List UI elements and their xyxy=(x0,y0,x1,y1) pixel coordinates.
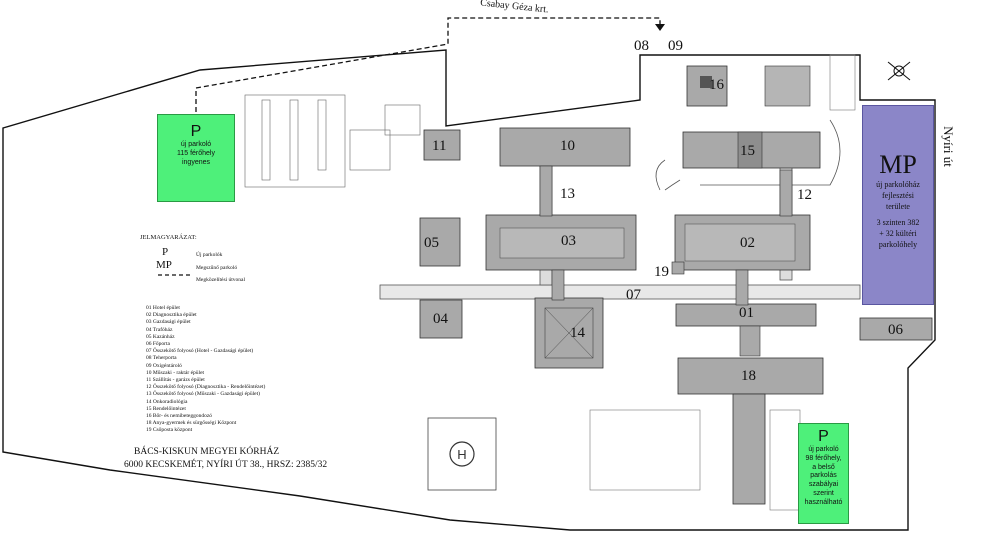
parking-right-line5: használható xyxy=(804,498,843,506)
building-label-13: 13 xyxy=(560,186,575,202)
parking-right-line3: a belső parkolás xyxy=(810,463,837,480)
hospital-name: BÁCS-KISKUN MEGYEI KÓRHÁZ xyxy=(134,447,280,457)
building-list-item: 11 Szállítás - garázs épület xyxy=(146,377,205,384)
building-11-shape xyxy=(423,129,461,161)
parking-garage-line5: + 32 kültéri xyxy=(879,229,917,239)
building-label-07: 07 xyxy=(626,287,641,303)
building-label-16: 16 xyxy=(709,77,724,93)
parking-left-line3: ingyenes xyxy=(181,158,211,166)
legend-mp-symbol: MP xyxy=(156,259,172,271)
building-list-item: 08 Teherporta xyxy=(146,355,177,362)
parking-left-line2: 115 férőhely xyxy=(176,149,215,157)
building-label-06: 06 xyxy=(888,322,903,338)
parking-garage-line1: új parkolóház xyxy=(876,180,920,189)
building-label-11: 11 xyxy=(432,138,447,154)
building-list-item: 14 Onkoradiológia xyxy=(146,398,188,405)
building-06-shape xyxy=(859,317,933,341)
legend-p-symbol: P xyxy=(162,246,169,258)
parking-right-line2: 98 férőhely, xyxy=(805,454,842,462)
legend-route-label: Megközelítési útvonal xyxy=(196,277,246,283)
parking-garage-line2: fejlesztési xyxy=(882,190,914,200)
building-label-15: 15 xyxy=(740,143,755,159)
legend-p-label: Új parkolók xyxy=(196,252,223,258)
building-04-shape xyxy=(419,299,463,339)
building-list-item: 12 Összekötő folyosó (Diagnosztika - Ren… xyxy=(146,384,266,391)
parking-garage-line3: területe xyxy=(886,201,910,211)
building-list-item: 15 Rendelőintézet xyxy=(146,405,186,412)
building-label-10: 10 xyxy=(560,138,575,154)
building-label-03: 03 xyxy=(561,233,576,249)
building-10-shape xyxy=(499,127,631,167)
north-arrow xyxy=(887,61,911,81)
building-list-item: 01 Hotel épület xyxy=(146,305,180,311)
legend-title: JELMAGYARÁZAT: xyxy=(140,234,197,241)
legend-mp-label: Megszűnő parkoló xyxy=(196,265,238,271)
svg-text:H: H xyxy=(457,447,466,462)
parking-right-line1: új parkoló xyxy=(808,446,839,453)
building-label-08: 08 xyxy=(634,38,649,54)
approach-route xyxy=(195,17,661,112)
building-05-shape xyxy=(419,217,461,267)
building-label-18: 18 xyxy=(741,368,756,384)
parking-garage-line4: 3 szinten 382 xyxy=(876,218,920,228)
building-list-item: 07 Összekötő folyosó (Hotel - Gazdasági … xyxy=(146,348,254,355)
building-list-item: 02 Diagnosztika épület xyxy=(146,312,197,319)
building-label-19: 19 xyxy=(654,264,669,280)
building-list-item: 10 Műszaki - raktár épület xyxy=(146,369,205,376)
building-18-shape xyxy=(677,357,824,395)
building-list-item: 06 Főporta xyxy=(146,341,170,348)
building-label-14: 14 xyxy=(570,325,585,341)
building-list-item: 19 Csőposta központ xyxy=(146,427,193,434)
road-label-nyiri: Nyíri út xyxy=(940,126,956,167)
building-list-item: 04 Trafóház xyxy=(146,326,173,333)
site-boundary xyxy=(2,49,936,531)
parking-right-line4: szabályai szerint xyxy=(808,481,839,497)
building-list-item: 03 Gazdasági épület xyxy=(146,319,191,326)
building-list-item: 16 Bőr- és nemibeteggondozó xyxy=(146,413,213,420)
building-list-item: 09 Oxigéntároló xyxy=(146,362,182,369)
parking-right-new: P új parkoló 98 férőhely, a belső parkol… xyxy=(798,423,849,524)
parking-garage-title: MP xyxy=(879,150,917,179)
building-label-04: 04 xyxy=(433,311,448,327)
parking-left-line1: új parkoló xyxy=(180,141,212,148)
building-label-02: 02 xyxy=(740,235,755,251)
building-label-09: 09 xyxy=(668,38,683,54)
building-label-12: 12 xyxy=(797,187,812,203)
building-label-05: 05 xyxy=(424,235,439,251)
parking-garage-line6: parkolóhely xyxy=(878,239,918,249)
parking-garage-area: MP új parkolóház fejlesztési területe 3 … xyxy=(862,105,934,305)
parking-right-symbol: P xyxy=(818,428,829,445)
helipad xyxy=(427,417,497,491)
building-list-item: 18 Anya-gyermek és sürgősségi Központ xyxy=(146,420,237,427)
building-list-item: 05 Kazánház xyxy=(146,333,175,340)
building-label-01: 01 xyxy=(739,305,754,321)
parking-left-symbol: P xyxy=(190,123,202,140)
parking-left-new: P új parkoló 115 férőhely ingyenes xyxy=(157,114,235,202)
hospital-address: 6000 KECSKEMÉT, NYÍRI ÚT 38., HRSZ: 2385… xyxy=(124,460,328,470)
building-list-item: 13 Összekötő folyosó (Műszaki - Gazdaság… xyxy=(146,391,260,398)
